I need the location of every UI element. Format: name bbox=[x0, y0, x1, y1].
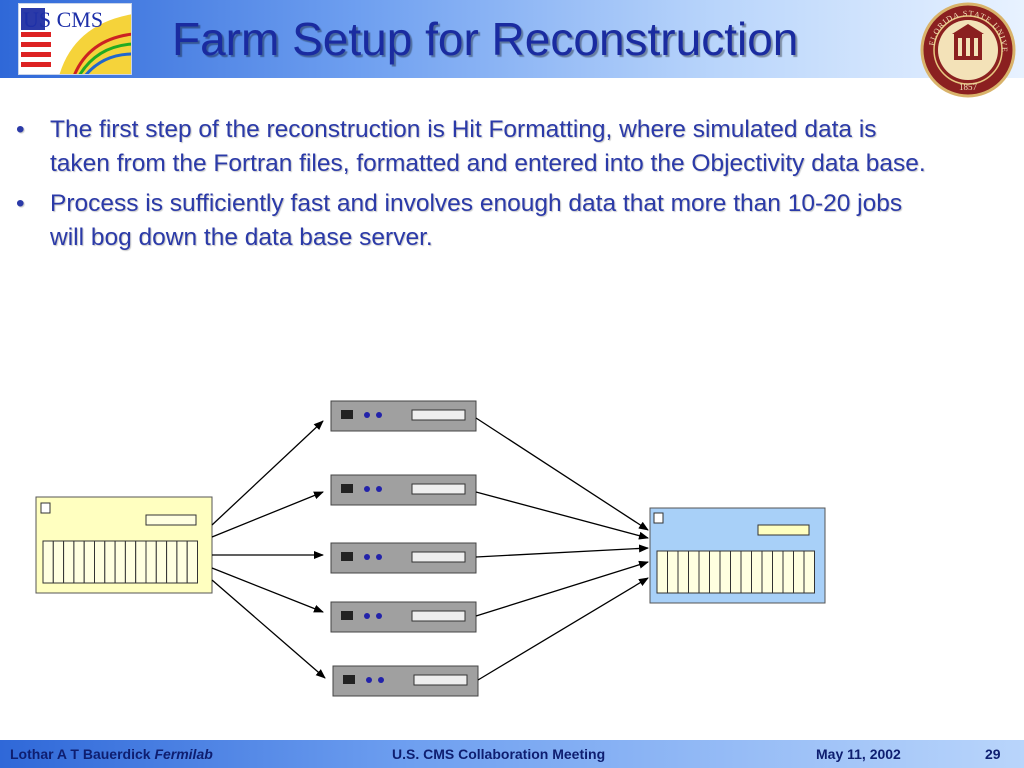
us-cms-logo: US CMS bbox=[18, 3, 132, 75]
source-disk-bays bbox=[42, 540, 198, 584]
destination-server bbox=[649, 507, 826, 604]
disk-bay bbox=[52, 540, 65, 584]
disk-bay bbox=[730, 550, 742, 594]
disk-bay bbox=[677, 550, 689, 594]
source-server bbox=[35, 496, 213, 594]
farm-diagram bbox=[35, 400, 826, 697]
worker-node-5 bbox=[332, 665, 479, 697]
disk-bay bbox=[667, 550, 679, 594]
footer-author: Lothar A T Bauerdick Fermilab bbox=[10, 746, 213, 762]
page-number: 29 bbox=[985, 746, 1001, 762]
bullet-text: Process is sufficiently fast and involve… bbox=[50, 190, 903, 251]
university-seal: 1857 FLORIDA STATE UNIVERSITY bbox=[920, 2, 1016, 98]
bullet-symbol: • bbox=[16, 116, 25, 143]
footer-date: May 11, 2002 bbox=[816, 746, 901, 762]
disk-bay bbox=[751, 550, 763, 594]
bullet-item: • The first step of the reconstruction i… bbox=[14, 113, 934, 181]
footer-author-name: Lothar A T Bauerdick bbox=[10, 746, 151, 762]
disk-bay bbox=[135, 540, 147, 584]
disk-bay bbox=[94, 540, 106, 584]
disk-bay bbox=[803, 550, 815, 594]
disk-bay bbox=[145, 540, 157, 584]
disk-bay bbox=[73, 540, 85, 584]
disk-bay bbox=[114, 540, 126, 584]
disk-bay bbox=[772, 550, 784, 594]
bullet-item: • Process is sufficiently fast and invol… bbox=[14, 187, 934, 255]
disk-bay bbox=[698, 550, 710, 594]
disk-bay bbox=[63, 540, 75, 584]
title-bar: US CMS Farm Setup for Reconstruction 185… bbox=[0, 0, 1024, 98]
bullet-symbol: • bbox=[16, 190, 25, 217]
disk-bay bbox=[688, 550, 700, 594]
disk-bay bbox=[761, 550, 773, 594]
footer-institution: Fermilab bbox=[154, 746, 213, 762]
disk-bay bbox=[719, 550, 731, 594]
disk-bay bbox=[782, 550, 794, 594]
page-title: Farm Setup for Reconstruction bbox=[172, 13, 799, 65]
destination-disk-bays bbox=[656, 550, 815, 594]
disk-bay bbox=[83, 540, 95, 584]
disk-bay bbox=[155, 540, 168, 584]
worker-node-1 bbox=[330, 400, 477, 432]
footer-bar: Lothar A T Bauerdick Fermilab U.S. CMS C… bbox=[0, 740, 1024, 768]
connection-arrows bbox=[211, 417, 649, 681]
disk-bay bbox=[166, 540, 178, 584]
logo-text: US CMS bbox=[23, 7, 104, 32]
worker-node-2 bbox=[330, 474, 477, 506]
disk-bay bbox=[42, 540, 54, 584]
disk-bay bbox=[740, 550, 752, 594]
disk-bay bbox=[176, 540, 188, 584]
disk-bay bbox=[656, 550, 668, 594]
disk-bay bbox=[104, 540, 116, 584]
disk-bay bbox=[793, 550, 805, 594]
disk-bay bbox=[124, 540, 137, 584]
bullet-text: The first step of the reconstruction is … bbox=[50, 116, 926, 177]
footer-meeting: U.S. CMS Collaboration Meeting bbox=[392, 746, 606, 762]
svg-text:1857: 1857 bbox=[959, 82, 978, 92]
bullet-list: • The first step of the reconstruction i… bbox=[14, 113, 934, 261]
worker-node-3 bbox=[330, 542, 477, 574]
disk-bay bbox=[709, 550, 721, 594]
disk-bay bbox=[186, 540, 198, 584]
worker-node-4 bbox=[330, 601, 477, 633]
